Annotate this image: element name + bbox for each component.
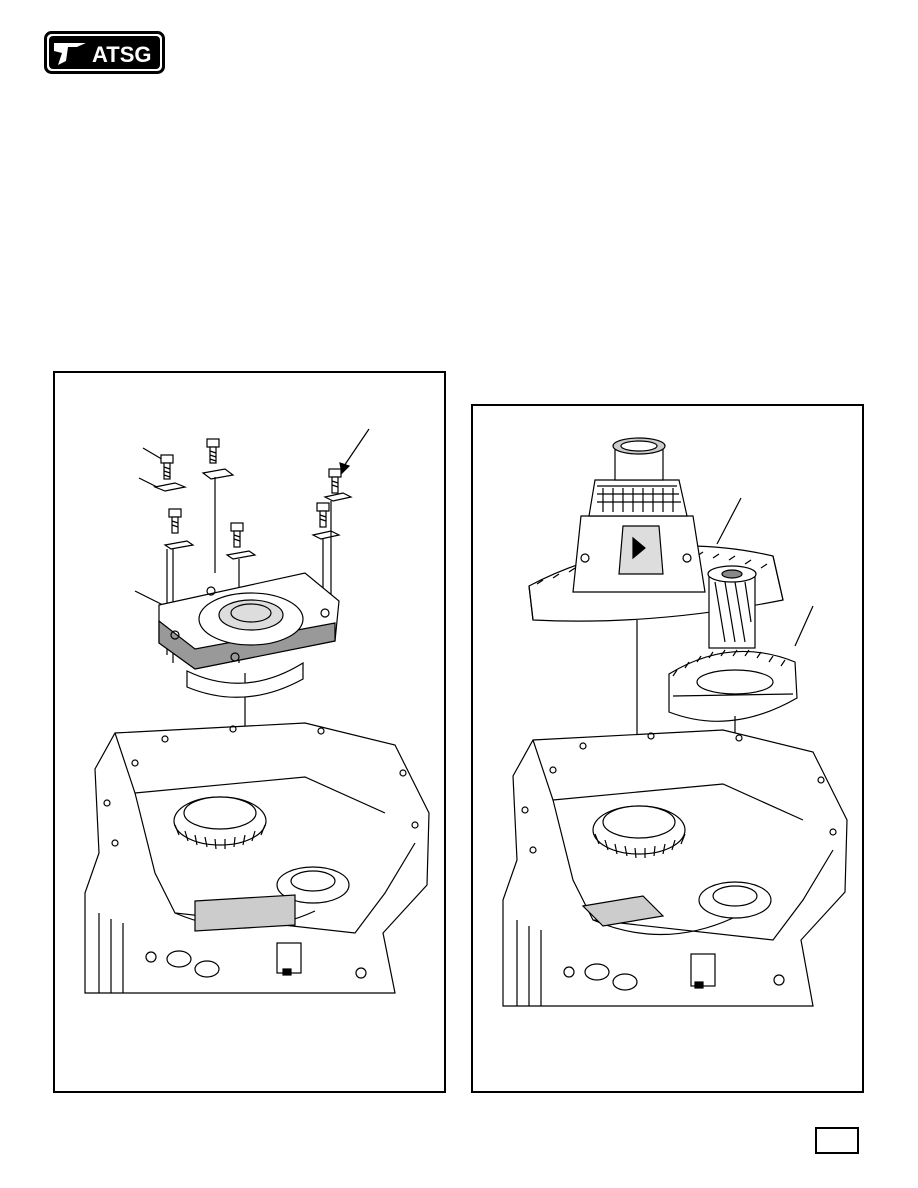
washer-icon [323,492,353,502]
bolt-icon [230,522,244,548]
bolt-icon [316,502,330,528]
transmission-case [502,729,848,1007]
atsg-logo: ATSG [44,31,165,74]
figure-rear-cover [53,371,446,1093]
differential-illustration [502,437,848,1007]
transfer-gear [668,565,798,722]
rear-cover-illustration [84,428,430,994]
washer-icon [163,540,195,550]
washer-icon [152,482,188,492]
logo-text: ATSG [92,42,151,67]
page-number-box [815,1127,859,1154]
transmission-case [84,722,430,994]
rear-cover [158,572,340,698]
bolt-icon [160,454,174,480]
bolt-icon [168,508,182,534]
washer-icon [311,530,341,540]
leader-line-cover [134,590,164,606]
washer-icon [225,550,257,560]
figure-differential [471,404,864,1093]
leader-line-gear [794,605,814,647]
washer-icon [201,468,235,480]
bolt-icon [206,438,220,464]
leader-line-differential [716,497,742,545]
leader-arrow [341,428,370,470]
bolt-icon [328,468,342,494]
